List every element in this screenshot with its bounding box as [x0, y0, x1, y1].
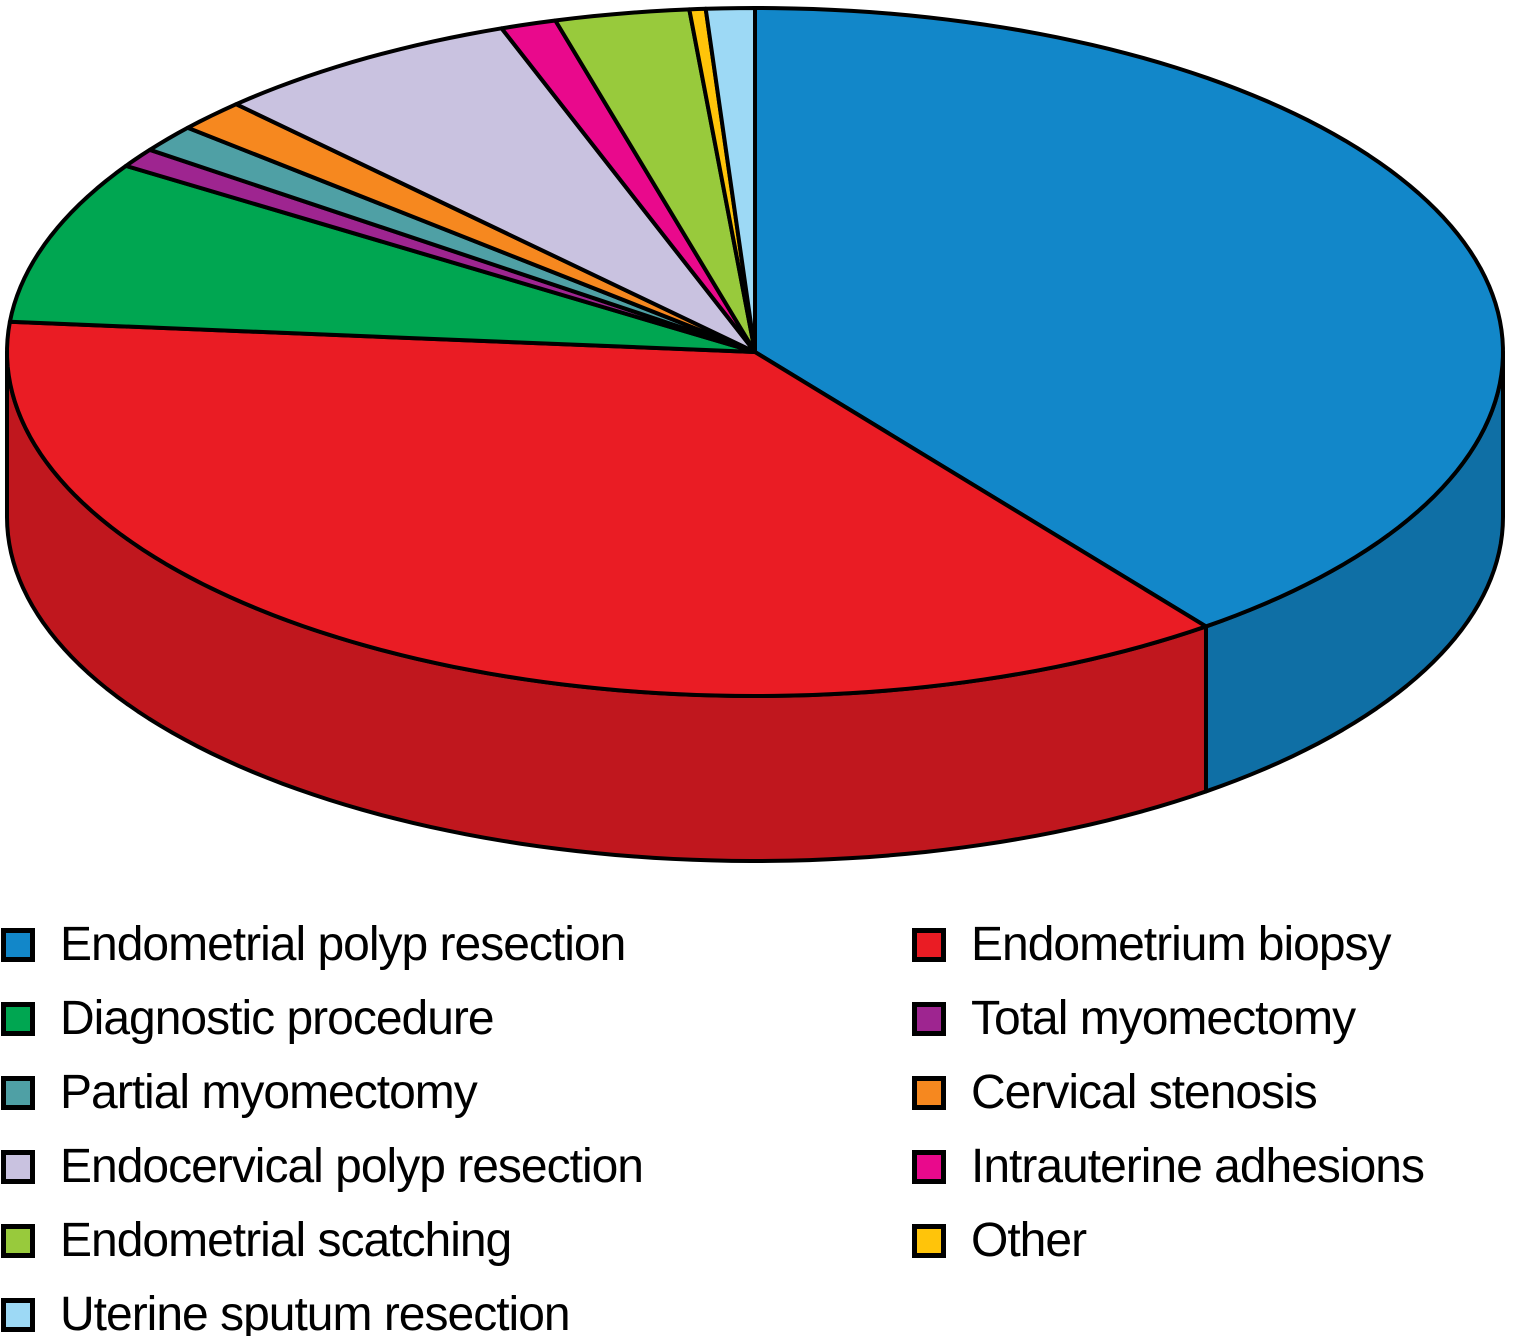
legend-color-swatch-intrauterine-adhesions: [912, 1150, 946, 1184]
legend-label-intrauterine-adhesions: Intrauterine adhesions: [971, 1140, 1425, 1193]
legend-color-swatch-endometrium-biopsy: [912, 928, 946, 962]
legend-color-swatch-endometrial-polyp-resection: [1, 928, 35, 962]
legend-label-endometrial-scatching: Endometrial scatching: [60, 1214, 512, 1267]
pie-slice-endocervical-polyp-resection: [234, 26, 757, 354]
legend-item-endometrial-scatching: Endometrial scatching: [1, 1217, 643, 1265]
legend-color-swatch-endocervical-polyp-resection: [1, 1150, 35, 1184]
legend-item-other: Other: [912, 1217, 1424, 1265]
legend-label-endometrium-biopsy: Endometrium biopsy: [971, 918, 1392, 971]
legend-label-partial-myomectomy: Partial myomectomy: [60, 1066, 478, 1119]
legend-label-uterine-sputum-resection: Uterine sputum resection: [60, 1288, 571, 1336]
legend-item-endocervical-polyp-resection: Endocervical polyp resection: [1, 1143, 644, 1191]
legend-label-total-myomectomy: Total myomectomy: [971, 992, 1356, 1045]
legend-item-endometrial-polyp-resection: Endometrial polyp resection: [1, 921, 643, 969]
legend-label-other: Other: [971, 1214, 1087, 1267]
legend-color-swatch-partial-myomectomy: [1, 1076, 35, 1110]
legend-color-swatch-endometrial-scatching: [1, 1224, 35, 1258]
pie-slice-uterine-sputum-resection: [703, 6, 757, 354]
legend-label-diagnostic-procedure: Diagnostic procedure: [60, 992, 495, 1045]
legend-color-swatch-uterine-sputum-resection: [1, 1298, 35, 1332]
legend-item-diagnostic-procedure: Diagnostic procedure: [1, 995, 643, 1043]
legend-item-endometrium-biopsy: Endometrium biopsy: [912, 921, 1424, 969]
legend-color-swatch-diagnostic-procedure: [1, 1002, 35, 1036]
pie-slice-endometrium-biopsy: [5, 319, 1208, 698]
legend-label-endocervical-polyp-resection: Endocervical polyp resection: [60, 1140, 644, 1193]
legend-color-swatch-total-myomectomy: [912, 1002, 946, 1036]
legend-label-cervical-stenosis: Cervical stenosis: [971, 1066, 1318, 1119]
legend-color-swatch-cervical-stenosis: [912, 1076, 946, 1110]
legend-item-cervical-stenosis: Cervical stenosis: [912, 1069, 1424, 1117]
legend-item-uterine-sputum-resection: Uterine sputum resection: [1, 1291, 643, 1336]
legend-label-endometrial-polyp-resection: Endometrial polyp resection: [60, 918, 626, 971]
pie-slice-endometrial-polyp-resection: [753, 6, 1505, 629]
legend-color-swatch-other: [912, 1224, 946, 1258]
pie-slice-diagnostic-procedure: [7, 163, 757, 354]
legend-item-partial-myomectomy: Partial myomectomy: [1, 1069, 643, 1117]
legend-item-total-myomectomy: Total myomectomy: [912, 995, 1424, 1043]
legend-item-intrauterine-adhesions: Intrauterine adhesions: [912, 1143, 1425, 1191]
